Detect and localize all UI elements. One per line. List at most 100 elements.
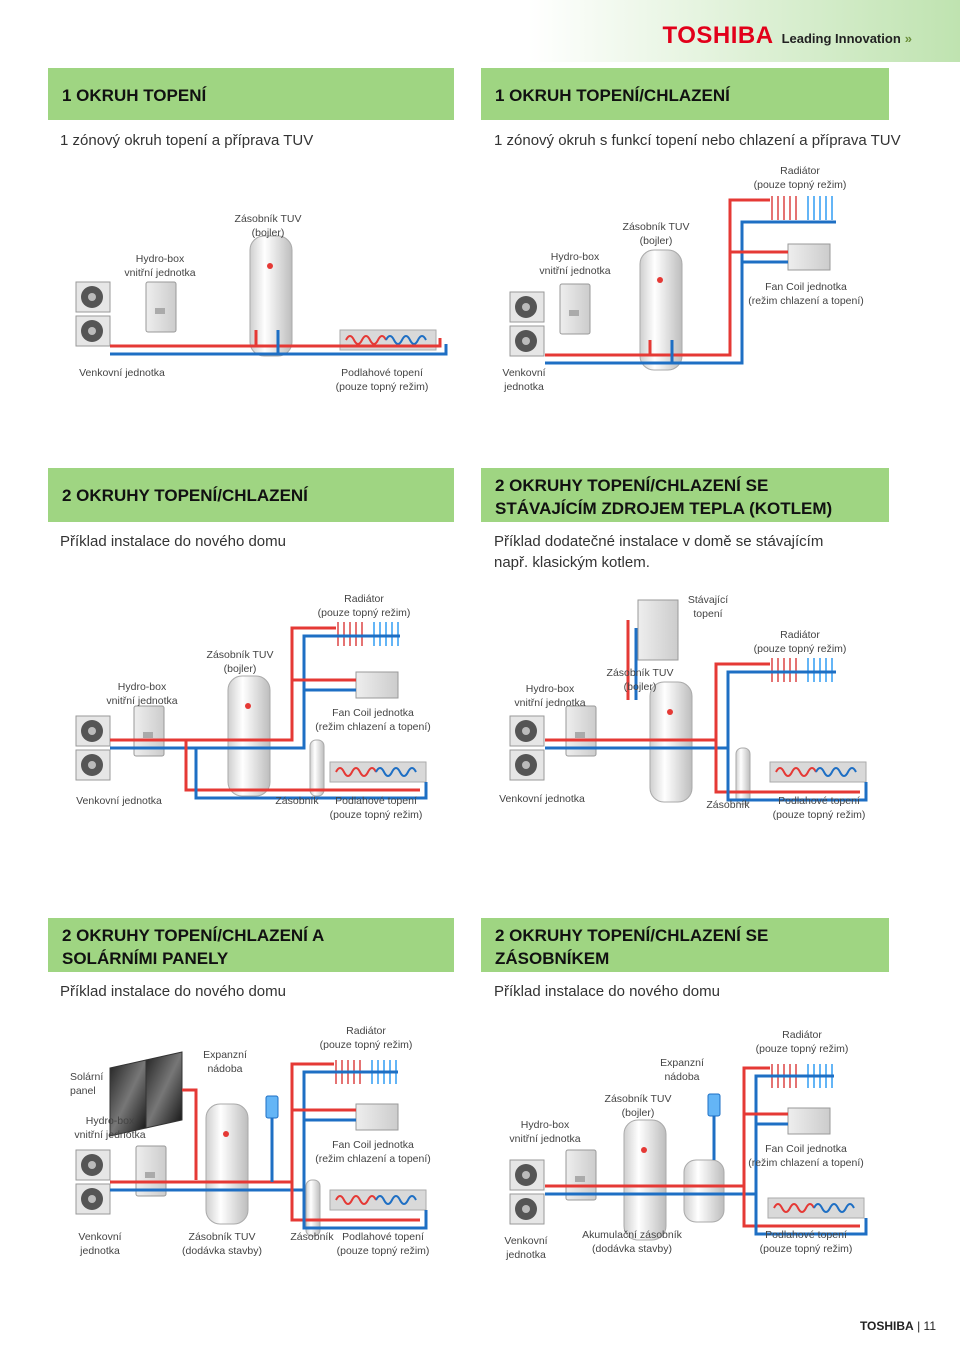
label-existing-heating: Stávající topení: [687, 594, 729, 620]
radiator-icon: [769, 1063, 835, 1089]
dhw-tank-icon: [227, 675, 271, 797]
label-dhw-tank: Zásobník TUV (bojler): [206, 649, 274, 675]
footer-brand: TOSHIBA: [859, 1319, 914, 1333]
hydrobox-icon: [565, 705, 597, 757]
label-buffer-tank: Zásobník: [706, 799, 750, 811]
label-dhw-tank: Zásobník TUV (bojler): [234, 213, 302, 239]
label-hydrobox: Hydro-box vnitřní jednotka: [106, 681, 178, 707]
fan-coil-icon: [787, 243, 831, 271]
label-radiator: Radiátor (pouze topný režim): [753, 629, 847, 655]
label-dhw-tank: Zásobník TUV (bojler): [606, 667, 674, 693]
fan-coil-icon: [355, 671, 399, 699]
section-subtitle-2: 1 zónový okruh s funkcí topení nebo chla…: [494, 132, 901, 149]
label-outdoor-unit: Venkovní jednotka: [504, 1235, 548, 1261]
section-header-5: 2 OKRUHY TOPENÍ/CHLAZENÍ A SOLÁRNÍMI PAN…: [48, 918, 454, 972]
label-hydrobox: Hydro-box vnitřní jednotka: [539, 251, 611, 277]
outdoor-unit-icon: [509, 1159, 545, 1225]
page-footer: TOSHIBA | 11: [860, 1319, 936, 1333]
brand-tagline: Leading Innovation: [781, 31, 901, 46]
label-floor-heating: Podlahové topení (pouze topný režim): [335, 367, 429, 393]
outdoor-unit-icon: [75, 1149, 111, 1215]
dhw-tank-icon: [205, 1103, 249, 1225]
label-buffer-tank: Zásobník: [275, 795, 319, 807]
accumulation-tank-icon: [683, 1159, 725, 1223]
radiator-icon: [769, 195, 835, 221]
label-expansion-vessel: Expanzní nádoba: [660, 1057, 704, 1083]
section-header-4: 2 OKRUHY TOPENÍ/CHLAZENÍ SE STÁVAJÍCÍM Z…: [481, 468, 889, 522]
label-hydrobox: Hydro-box vnitřní jednotka: [124, 253, 196, 279]
buffer-tank-icon: [305, 1179, 321, 1237]
label-floor-heating: Podlahové topení (pouze topný režim): [329, 795, 423, 821]
section-subtitle-5: Příklad instalace do nového domu: [60, 983, 286, 1000]
floor-heating-icon: [769, 761, 867, 783]
radiator-icon: [335, 621, 401, 647]
outdoor-unit-icon: [509, 715, 545, 781]
radiator-icon: [769, 657, 835, 683]
outdoor-unit-icon: [509, 291, 545, 357]
label-radiator: Radiátor (pouze topný režim): [317, 593, 411, 619]
dhw-tank-icon: [623, 1119, 667, 1241]
label-outdoor-unit: Venkovní jednotka: [78, 1231, 122, 1257]
label-outdoor-unit: Venkovní jednotka: [76, 795, 162, 807]
section-title: 2 OKRUHY TOPENÍ/CHLAZENÍ SE ZÁSOBNÍKEM: [495, 926, 769, 968]
expansion-vessel-icon: [265, 1095, 279, 1119]
label-radiator: Radiátor (pouze topný režim): [319, 1025, 413, 1051]
hydrobox-icon: [133, 705, 165, 757]
chevron-right-icon: »: [904, 31, 912, 46]
label-fan-coil: Fan Coil jednotka (režim chlazení a tope…: [315, 707, 431, 733]
section-header-6: 2 OKRUHY TOPENÍ/CHLAZENÍ SE ZÁSOBNÍKEM: [481, 918, 889, 972]
section-header-1: 1 OKRUH TOPENÍ: [48, 68, 454, 120]
label-floor-heating: Podlahové topení (pouze topný režim): [759, 1229, 853, 1255]
section-title: 2 OKRUHY TOPENÍ/CHLAZENÍ SE STÁVAJÍCÍM Z…: [495, 476, 833, 518]
footer-separator: |: [917, 1319, 924, 1333]
label-outdoor-unit: Venkovní jednotka: [499, 793, 585, 805]
dhw-tank-icon: [649, 681, 693, 803]
label-radiator: Radiátor (pouze topný režim): [753, 165, 847, 191]
expansion-vessel-icon: [707, 1093, 721, 1117]
label-dhw-tank: Zásobník TUV (dodávka stavby): [182, 1231, 262, 1257]
label-floor-heating: Podlahové topení (pouze topný režim): [336, 1231, 430, 1257]
hydrobox-icon: [135, 1145, 167, 1197]
page-number: 11: [923, 1319, 936, 1333]
label-outdoor-unit: Venkovní jednotka: [502, 367, 546, 393]
label-dhw-tank: Zásobník TUV (bojler): [604, 1093, 672, 1119]
label-buffer-tank: Zásobník: [290, 1231, 334, 1243]
floor-heating-icon: [329, 761, 427, 783]
floor-heating-icon: [767, 1197, 865, 1219]
top-banner: TOSHIBA Leading Innovation »: [0, 0, 960, 62]
section-subtitle-4: Příklad dodatečné instalace v domě se st…: [494, 533, 824, 571]
fan-coil-icon: [787, 1107, 831, 1135]
label-floor-heating: Podlahové topení (pouze topný režim): [772, 795, 866, 821]
dhw-tank-icon: [249, 235, 293, 357]
label-hydrobox: Hydro-box vnitřní jednotka: [509, 1119, 581, 1145]
label-fan-coil: Fan Coil jednotka (režim chlazení a tope…: [748, 1143, 864, 1169]
section-title: 2 OKRUHY TOPENÍ/CHLAZENÍ A SOLÁRNÍMI PAN…: [62, 926, 325, 968]
buffer-tank-icon: [309, 739, 325, 797]
section-header-3: 2 OKRUHY TOPENÍ/CHLAZENÍ: [48, 468, 454, 522]
section-header-2: 1 OKRUH TOPENÍ/CHLAZENÍ: [481, 68, 889, 120]
label-radiator: Radiátor (pouze topný režim): [755, 1029, 849, 1055]
section-title: 1 OKRUH TOPENÍ: [62, 86, 207, 105]
label-outdoor-unit: Venkovní jednotka: [79, 367, 165, 379]
label-accumulation-tank: Akumulační zásobník (dodávka stavby): [582, 1229, 682, 1255]
hydrobox-icon: [145, 281, 177, 333]
label-solar-panel: Solární panel: [70, 1071, 104, 1097]
section-title: 2 OKRUHY TOPENÍ/CHLAZENÍ: [62, 486, 308, 505]
label-hydrobox: Hydro-box vnitřní jednotka: [514, 683, 586, 709]
label-fan-coil: Fan Coil jednotka (režim chlazení a tope…: [315, 1139, 431, 1165]
buffer-tank-icon: [735, 747, 751, 805]
brand: TOSHIBA Leading Innovation »: [663, 22, 912, 50]
section-subtitle-6: Příklad instalace do nového domu: [494, 983, 720, 1000]
label-dhw-tank: Zásobník TUV (bojler): [622, 221, 690, 247]
section-title: 1 OKRUH TOPENÍ/CHLAZENÍ: [495, 86, 730, 105]
floor-heating-icon: [329, 1189, 427, 1211]
floor-heating-icon: [339, 329, 437, 351]
hydrobox-icon: [559, 283, 591, 335]
section-subtitle-1: 1 zónový okruh topení a příprava TUV: [60, 132, 314, 149]
outdoor-unit-icon: [75, 715, 111, 781]
existing-boiler-icon: [637, 599, 679, 661]
toshiba-logo: TOSHIBA: [662, 22, 774, 49]
radiator-icon: [333, 1059, 399, 1085]
label-fan-coil: Fan Coil jednotka (režim chlazení a tope…: [748, 281, 864, 307]
label-hydrobox: Hydro-box vnitřní jednotka: [74, 1115, 146, 1141]
